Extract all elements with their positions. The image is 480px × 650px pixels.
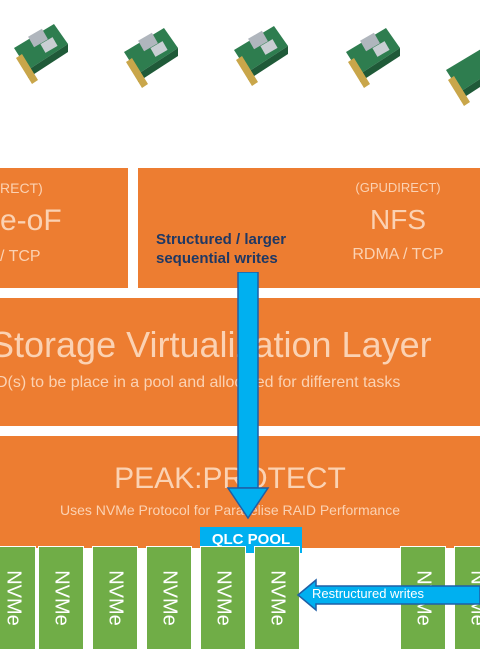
down-arrow-icon [226, 272, 270, 520]
left-box-protocol: / TCP [0, 248, 41, 265]
nfs-protocol: RDMA / TCP [352, 246, 444, 263]
network-card-icon [228, 20, 292, 98]
nvme-drive: NVMe [146, 546, 192, 650]
left-box-title: e-oF [0, 204, 62, 237]
virtualization-title: Storage Virtualization Layer [0, 324, 432, 365]
protect-subtitle: Uses NVMe Protocol for Parallelise RAID … [59, 502, 400, 518]
nvme-of-box: RECT) e-oF / TCP [0, 168, 128, 288]
nfs-box: (GPUDIRECT) NFS RDMA / TCP [138, 168, 480, 288]
nfs-sub: (GPUDIRECT) [355, 180, 441, 195]
network-card-icon [8, 18, 72, 96]
nfs-title: NFS [370, 204, 426, 235]
network-card-icon [440, 40, 480, 118]
nvme-drive: NVMe [0, 546, 36, 650]
left-arrow-icon [296, 578, 480, 612]
left-box-sub: RECT) [0, 180, 43, 196]
structured-writes-label: Structured / larger sequential writes [156, 231, 287, 267]
restructured-writes-label: Restructured writes [312, 586, 424, 601]
network-card-icon [118, 22, 182, 100]
nvme-drive: NVMe [200, 546, 246, 650]
virtualization-subtitle: D(s) to be place in a pool and allocated… [0, 374, 401, 391]
nvme-drive: NVMe [38, 546, 84, 650]
nvme-drive: NVMe [254, 546, 300, 650]
nvme-drive: NVMe [92, 546, 138, 650]
network-card-icon [340, 22, 404, 100]
